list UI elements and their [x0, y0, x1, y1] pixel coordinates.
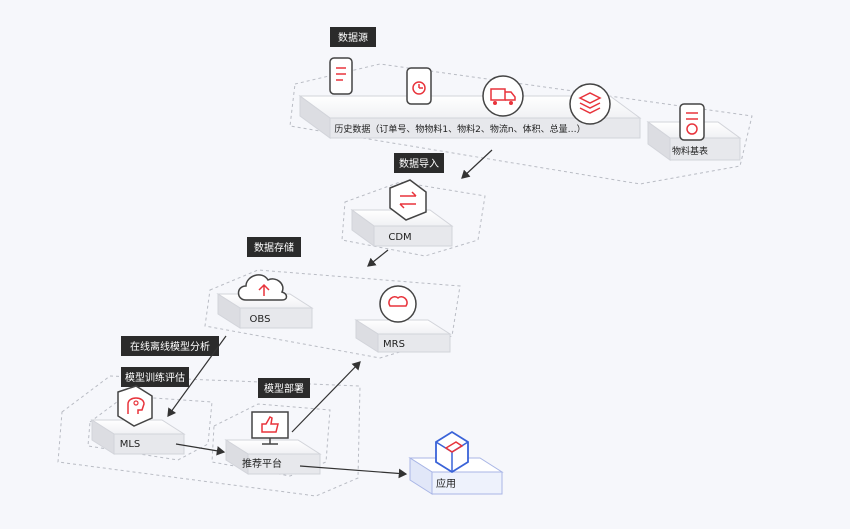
- train-tag: 模型训练评估: [121, 367, 189, 387]
- analysis-tag: 在线离线模型分析: [121, 336, 219, 356]
- truck-icon: [482, 75, 524, 117]
- cloud-upload-icon: [237, 274, 288, 301]
- arrow-source-to-cdm: [461, 149, 493, 179]
- document-phone-icon: [329, 57, 353, 95]
- brain-head-icon: [117, 385, 153, 427]
- arrow-mls-to-recommend: [175, 443, 226, 456]
- mrs-label: MRS: [383, 339, 405, 350]
- arrow-recommend-to-app: [299, 465, 408, 479]
- deploy-tag: 模型部署: [258, 378, 310, 398]
- material-table-label: 物料基表: [672, 145, 708, 157]
- arrow-recommend-to-mrs: [291, 361, 361, 433]
- data-source-tag: 数据源: [330, 27, 376, 47]
- recommend-label: 推荐平台: [242, 457, 282, 470]
- svg-text:模型部署: 模型部署: [264, 382, 304, 395]
- svg-text:数据源: 数据源: [338, 31, 368, 44]
- layers-icon: [569, 83, 611, 125]
- svg-text:数据存储: 数据存储: [254, 241, 294, 254]
- cube-icon: [435, 430, 469, 474]
- cloud-cycle-icon: [379, 285, 417, 323]
- data-import-tag: 数据导入: [394, 153, 444, 173]
- mrs-platform: MRS: [354, 319, 452, 353]
- svg-text:数据导入: 数据导入: [399, 157, 439, 170]
- thumbs-up-monitor-icon: [251, 411, 289, 445]
- svg-text:在线离线模型分析: 在线离线模型分析: [130, 340, 210, 353]
- history-data-platform: 历史数据（订单号、物物料1、物料2、物流n、体积、总量…）: [298, 95, 642, 139]
- cdm-label: CDM: [388, 232, 411, 243]
- flow-arrows: [167, 149, 493, 479]
- app-label: 应用: [436, 477, 456, 490]
- svg-text:模型训练评估: 模型训练评估: [125, 371, 185, 384]
- mls-label: MLS: [120, 439, 141, 450]
- obs-label: OBS: [250, 314, 271, 325]
- history-data-label: 历史数据（订单号、物物料1、物料2、物流n、体积、总量…）: [334, 123, 585, 135]
- transfer-arrows-icon: [389, 179, 427, 221]
- data-storage-tag: 数据存储: [247, 237, 301, 257]
- arrow-cdm-to-storage: [367, 249, 389, 267]
- mls-platform: MLS: [90, 419, 186, 455]
- recommend-platform: 推荐平台: [224, 439, 322, 475]
- arrow-obs-to-mls: [167, 335, 227, 417]
- cdm-platform: CDM: [350, 209, 454, 247]
- storage-group-outline: [204, 269, 461, 359]
- deploy-subgroup-outline: [211, 403, 331, 477]
- analysis-group-outline: [57, 375, 361, 497]
- clock-phone-icon: [406, 67, 432, 105]
- clipboard-clock-icon: [679, 103, 705, 141]
